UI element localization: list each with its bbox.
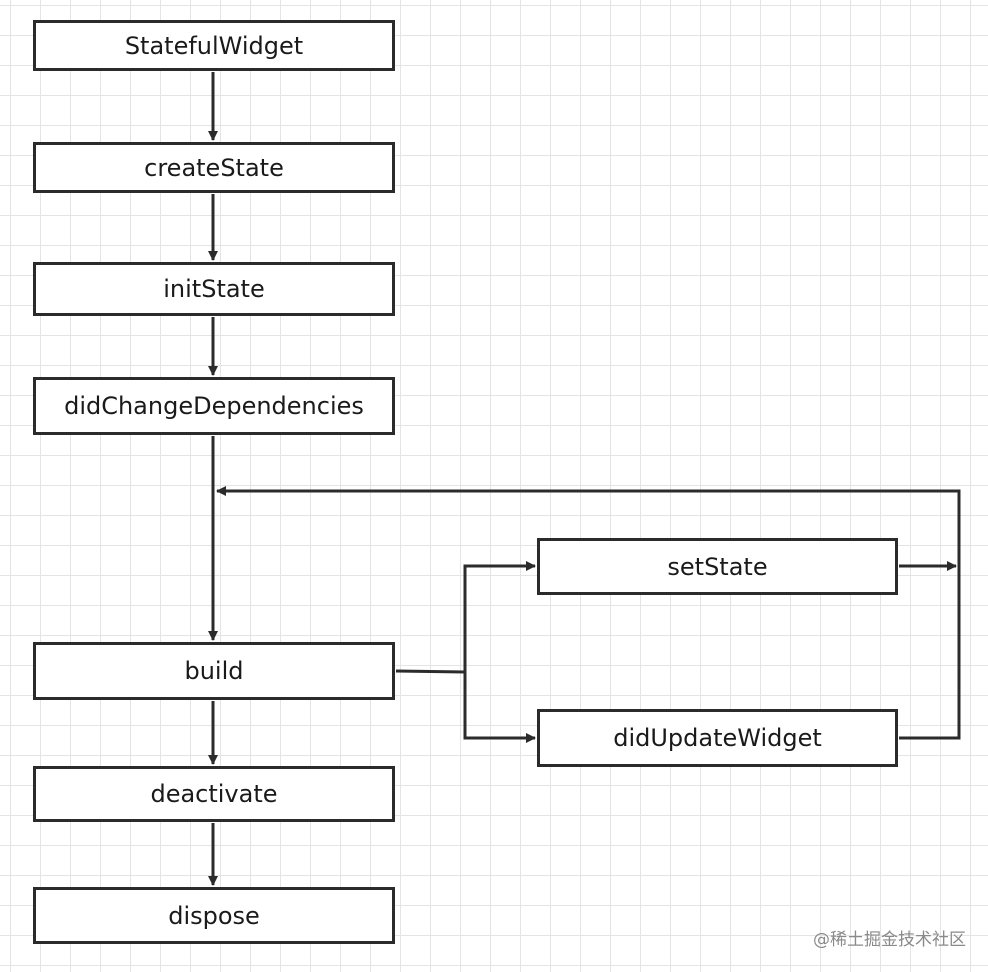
edge-build-setstate [463, 561, 536, 672]
node-deactivate: deactivate [33, 766, 395, 822]
node-dispose: dispose [33, 887, 395, 944]
edge-didupdatewidget-loop [216, 486, 961, 740]
edge-build-didupdatewidget [463, 672, 536, 743]
node-createstate-label: createState [144, 153, 284, 182]
node-didchangedependencies-label: didChangeDependencies [64, 392, 364, 420]
node-initstate: initState [33, 262, 395, 316]
node-createstate: createState [33, 142, 395, 193]
node-setstate: setState [537, 538, 898, 595]
node-build: build [33, 642, 395, 700]
node-statefulwidget-label: StatefulWidget [124, 31, 304, 60]
node-deactivate-label: deactivate [150, 780, 278, 808]
node-build-label: build [184, 657, 244, 685]
node-initstate-label: initState [163, 275, 265, 303]
watermark: @稀土掘金技术社区 [813, 930, 966, 950]
node-didchangedependencies: didChangeDependencies [33, 377, 395, 435]
node-dispose-label: dispose [168, 901, 260, 930]
node-didupdatewidget: didUpdateWidget [537, 709, 898, 767]
node-statefulwidget: StatefulWidget [33, 20, 395, 71]
edge-build-branch-trunk [395, 669, 466, 674]
node-setstate-label: setState [667, 552, 768, 581]
node-didupdatewidget-label: didUpdateWidget [613, 724, 822, 752]
